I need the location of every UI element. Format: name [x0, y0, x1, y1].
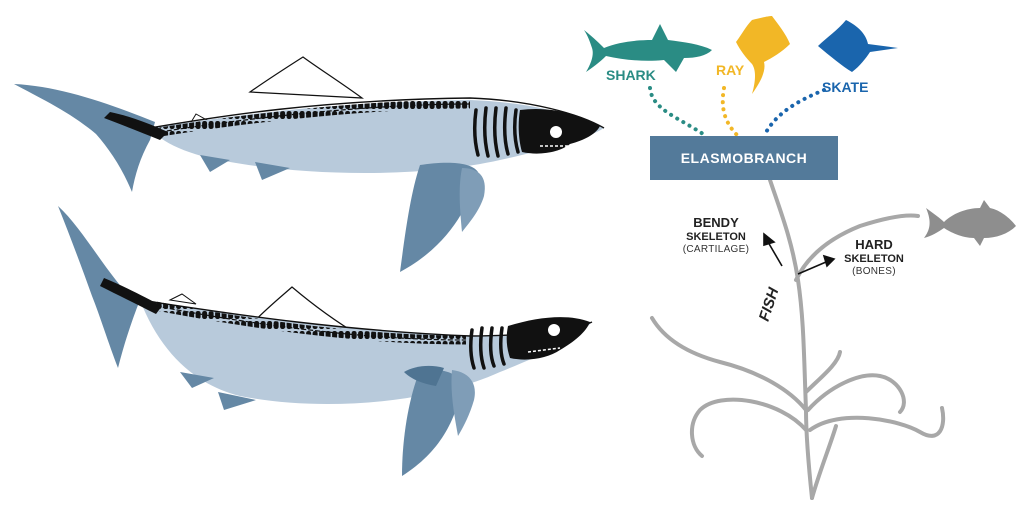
shark-icon: [584, 24, 712, 72]
arrows: [763, 232, 836, 275]
caudal-fin: [14, 84, 155, 192]
ray-icon: [736, 16, 790, 94]
hard-subtitle: SKELETON: [844, 252, 904, 265]
bendy-title: BENDY: [693, 215, 739, 230]
bendy-subtitle: SKELETON: [686, 230, 746, 243]
elasmobranch-box: ELASMOBRANCH: [650, 136, 838, 180]
label-shark: SHARK: [606, 67, 656, 83]
skull-2: [506, 317, 590, 360]
dorsal-fin-outline: [248, 56, 364, 99]
hard-title: HARD: [855, 237, 893, 252]
arrow-hard: [797, 261, 827, 275]
label-elasmobranch: ELASMOBRANCH: [680, 150, 808, 166]
caudal-fin-2: [58, 206, 140, 368]
label-ray: RAY: [716, 62, 745, 78]
tree-trunk: [768, 178, 814, 500]
bendy-note: (CARTILAGE): [682, 243, 750, 255]
hard-note: (BONES): [852, 265, 896, 277]
skate-icon: [818, 20, 898, 72]
shark-skeleton-bottom: [58, 206, 593, 476]
arrow-bendy: [767, 241, 783, 267]
connector-shark: [648, 86, 708, 138]
bony-fish-icon: [924, 200, 1016, 246]
pectoral-fin: [400, 162, 478, 272]
bendy-skeleton-label: BENDY SKELETON (CARTILAGE): [680, 215, 752, 255]
pectoral-fin-2: [402, 369, 462, 476]
label-skate: SKATE: [822, 79, 869, 95]
connector-ray: [720, 86, 740, 138]
dotted-connectors: [648, 86, 826, 138]
hard-skeleton-label: HARD SKELETON (BONES): [836, 237, 912, 277]
connector-skate: [762, 88, 826, 138]
shark-skeleton-top: [14, 56, 605, 272]
phylogenetic-tree: [650, 178, 946, 500]
